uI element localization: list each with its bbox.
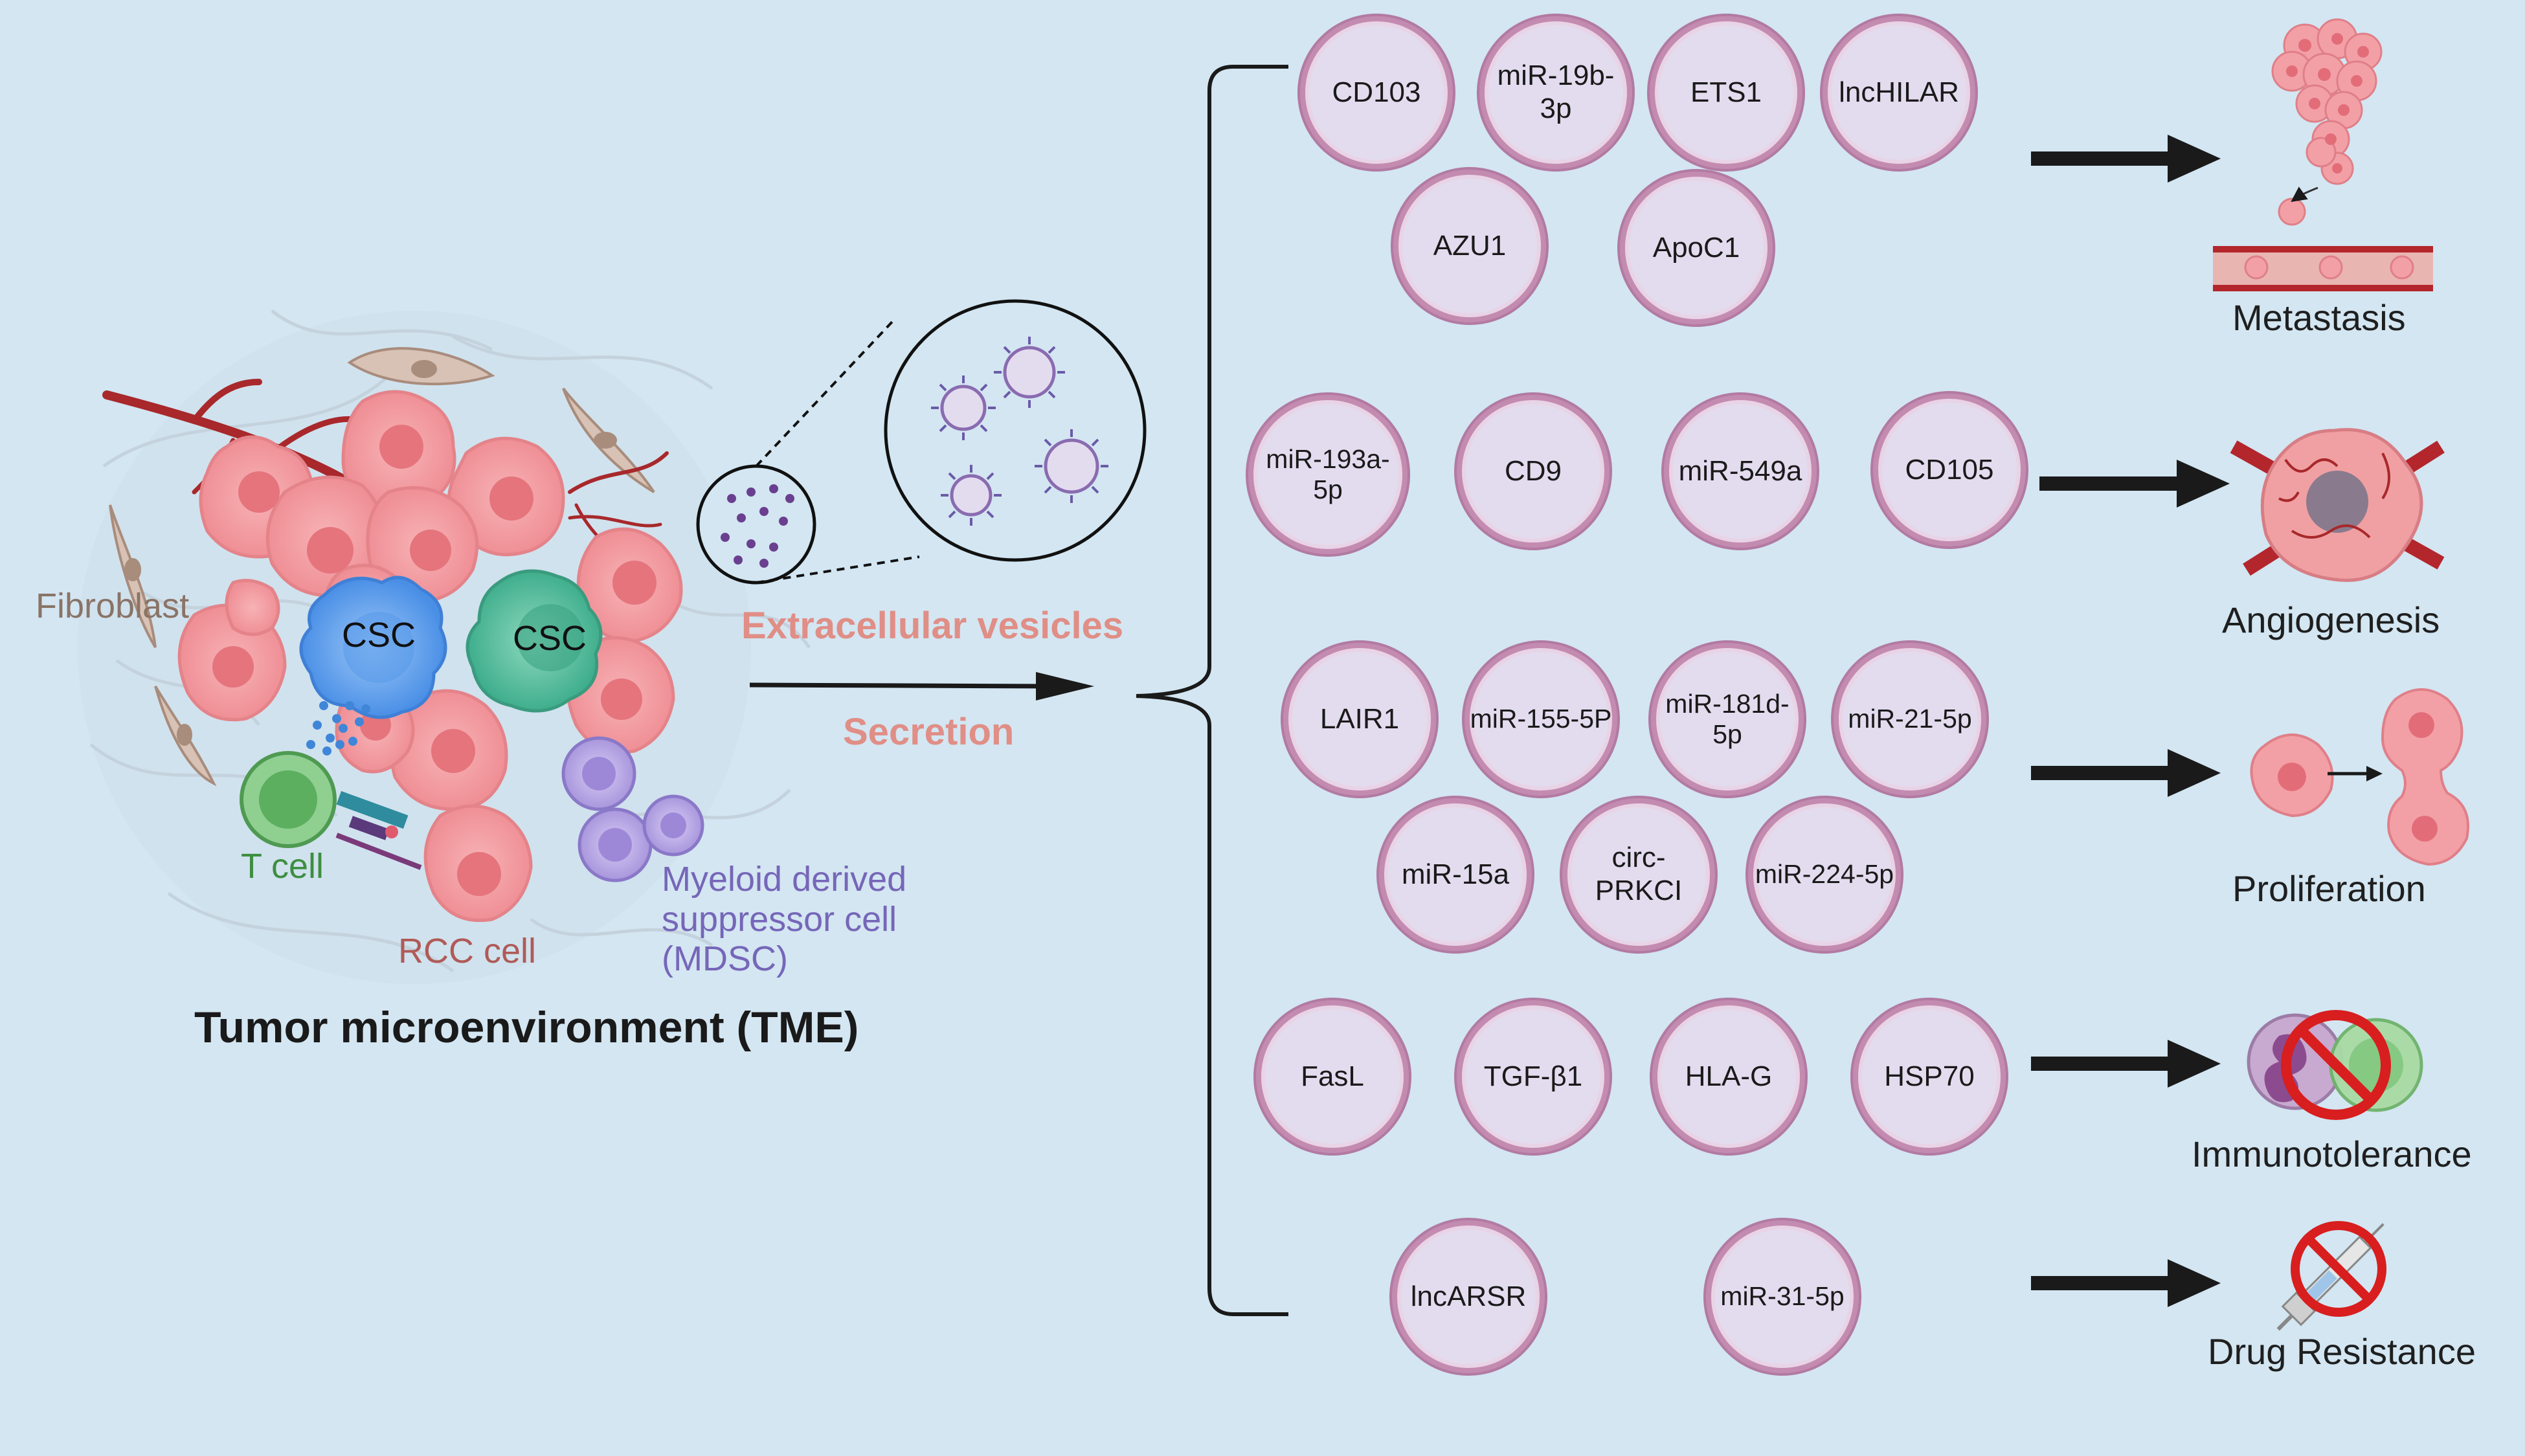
outcome-arrows — [2031, 135, 2230, 1307]
csc-right-label: CSC — [513, 619, 587, 658]
csc-blue-cell — [299, 576, 447, 719]
vesicle-mir-15a: miR-15a — [1379, 798, 1532, 951]
vesicle-cd9: CD9 — [1457, 395, 1610, 548]
vesicle-cd105: CD105 — [1873, 394, 2026, 546]
vesicle-lnchilar: lncHILAR — [1823, 16, 1975, 169]
fibroblast-label: Fibroblast — [36, 587, 190, 625]
outcome-immunotolerance-label: Immunotolerance — [2192, 1134, 2472, 1174]
vesicle-cd103: CD103 — [1300, 16, 1453, 169]
extracellular-vesicles-label: Extracellular vesicles — [741, 605, 1124, 647]
fibroblast-cells — [109, 347, 655, 787]
rcc-cell-cluster — [177, 390, 683, 923]
vesicle-apoc1: ApoC1 — [1620, 172, 1773, 324]
immunotolerance-icon — [2247, 1010, 2423, 1120]
angiogenesis-icon — [2230, 428, 2445, 582]
t-cell — [240, 751, 422, 870]
t-cell-label: T cell — [241, 847, 324, 886]
secreted-dots — [306, 701, 370, 756]
vesicle-mir-31-5p: miR-31-5p — [1706, 1220, 1859, 1373]
vesicle-mir-224-5p: miR-224-5p — [1748, 798, 1901, 951]
vesicle-ets1: ETS1 — [1650, 16, 1802, 169]
outcome-angiogenesis-label: Angiogenesis — [2222, 599, 2440, 640]
outcome-metastasis-label: Metastasis — [2232, 297, 2406, 338]
ev-magnifier — [696, 299, 1147, 585]
outcome-proliferation-label: Proliferation — [2232, 868, 2426, 909]
rcc-cell-label: RCC cell — [398, 932, 537, 970]
secretion-arrow — [749, 672, 1094, 700]
vesicle-lncarsr: lncARSR — [1392, 1220, 1545, 1373]
mdsc-label-line1: Myeloid derived — [662, 860, 907, 899]
vesicle-hsp70: HSP70 — [1853, 1000, 2006, 1153]
vesicle-azu1: AZU1 — [1393, 170, 1546, 322]
tme-title: Tumor microenvironment (TME) — [194, 1003, 859, 1052]
vesicle-mir-193a-5p: miR-193a-5p — [1248, 395, 1408, 554]
csc-green-cell — [466, 569, 603, 713]
metastasis-icon — [2213, 18, 2433, 291]
vesicle-circ-prkci: circ- PRKCI — [1562, 798, 1715, 951]
vesicle-mir-181d-5p: miR-181d-5p — [1651, 643, 1804, 796]
proliferation-icon — [2250, 688, 2469, 866]
mdsc-cells — [561, 736, 704, 882]
vesicle-mir-155-5p: miR-155-5P — [1464, 643, 1617, 796]
vesicle-hla-g: HLA-G — [1652, 1000, 1805, 1153]
vesicle-mir-19b-3p: miR-19b-3p — [1479, 16, 1632, 169]
mdsc-label-line3: (MDSC) — [662, 939, 788, 979]
vesicle-tgf-b1: TGF-β1 — [1457, 1000, 1610, 1153]
drug-resistance-icon — [2276, 1221, 2386, 1331]
vesicle-fasl: FasL — [1256, 1000, 1409, 1153]
csc-left-label: CSC — [342, 616, 416, 655]
secretion-label: Secretion — [843, 711, 1015, 753]
vesicle-mir-21-5p: miR-21-5p — [1834, 643, 1986, 796]
outcome-drug-resistance-label: Drug Resistance — [2208, 1331, 2476, 1372]
vesicle-lair1: LAIR1 — [1283, 643, 1436, 796]
vesicle-mir-549a: miR-549a — [1664, 395, 1817, 548]
grouping-brace — [1136, 65, 1288, 1316]
mdsc-label: Myeloid derived suppressor cell (MDSC) — [662, 860, 906, 980]
mdsc-label-line2: suppressor cell — [662, 899, 897, 939]
